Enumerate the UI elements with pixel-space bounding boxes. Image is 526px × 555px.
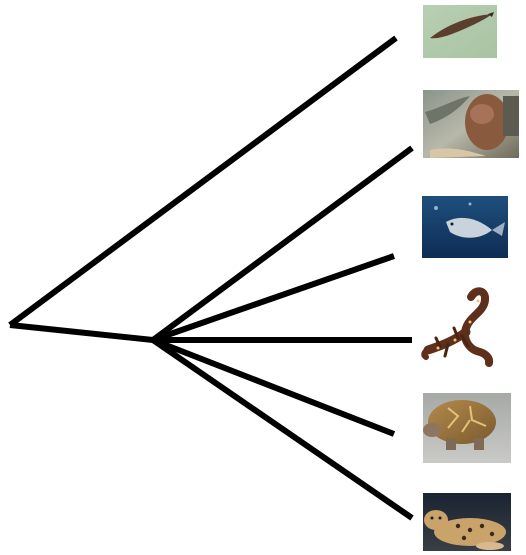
branch-lamprey — [10, 38, 396, 325]
turtle-photo-icon — [423, 393, 511, 463]
branch-fish — [153, 256, 394, 340]
branch-shark — [153, 148, 412, 340]
tree-branches — [10, 38, 412, 518]
lamprey-photo-icon — [423, 5, 497, 58]
tuna-fish-photo-icon — [422, 196, 508, 258]
leopard-photo-icon — [423, 493, 511, 551]
branch-stem — [10, 325, 153, 340]
salamander-photo-icon — [424, 291, 489, 363]
shark-photo-icon — [423, 90, 519, 158]
